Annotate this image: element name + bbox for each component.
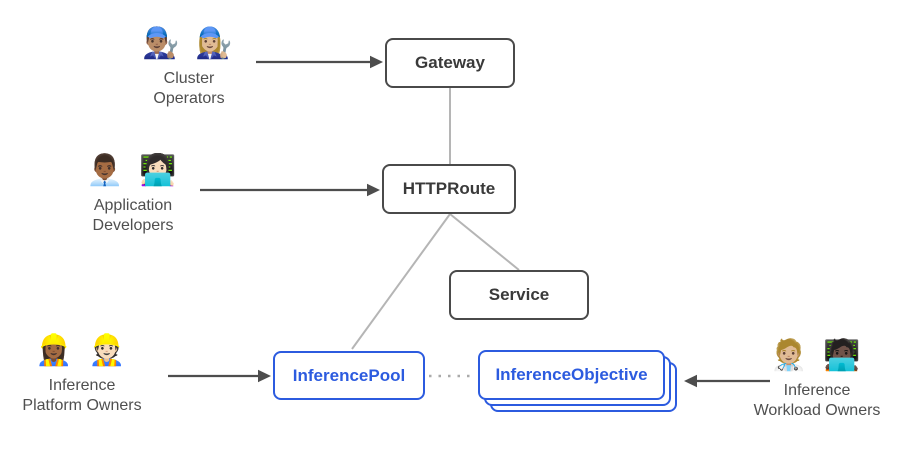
persona-application-developers: 👨🏾‍💼 👩🏻‍💻 Application Developers xyxy=(48,151,218,236)
inference-platform-owners-label-line1: Inference xyxy=(48,377,116,394)
persona-cluster-operators: 👨🏽‍🔧 👩🏼‍🔧 Cluster Operators xyxy=(104,24,274,109)
node-inferencepool-label: InferencePool xyxy=(292,365,406,385)
inference-workload-owners-label-line2: Workload Owners xyxy=(753,402,881,419)
cluster-operators-label-line1: Cluster xyxy=(163,70,215,87)
node-service: Service xyxy=(449,270,589,320)
node-inferenceobjective-label: InferenceObjective xyxy=(495,365,648,384)
application-developers-emoji: 👨🏾‍💼 👩🏻‍💻 xyxy=(86,153,180,188)
node-service-label: Service xyxy=(488,285,550,304)
application-developers-label-line2: Developers xyxy=(92,217,174,234)
arrow-workload-owners-to-inferenceobjective xyxy=(684,374,770,388)
node-gateway: Gateway xyxy=(385,38,515,88)
edge-httproute-inferencepool xyxy=(351,213,451,350)
edge-httproute-service xyxy=(449,213,520,271)
inference-platform-owners-emoji: 👷🏾‍♀️ 👷🏻 xyxy=(35,333,129,368)
inference-platform-owners-label-line2: Platform Owners xyxy=(22,397,142,414)
arrow-application-developers-to-httproute xyxy=(200,183,380,197)
inference-workload-owners-label-line1: Inference xyxy=(783,382,851,399)
cluster-operators-label-line2: Operators xyxy=(153,90,225,107)
cluster-operators-emoji: 👨🏽‍🔧 👩🏼‍🔧 xyxy=(142,26,236,61)
node-inferenceobjective: InferenceObjective xyxy=(478,350,665,400)
application-developers-label-line1: Application xyxy=(93,197,173,214)
inference-workload-owners-emoji: 🧑🏼‍⚕️ 🧑🏿‍💻 xyxy=(770,338,864,373)
persona-inference-platform-owners: 👷🏾‍♀️ 👷🏻 Inference Platform Owners xyxy=(0,331,167,416)
arrow-cluster-operators-to-gateway xyxy=(256,55,383,69)
node-gateway-label: Gateway xyxy=(415,53,485,72)
node-httproute-label: HTTPRoute xyxy=(402,179,496,198)
node-inferencepool: InferencePool xyxy=(273,351,425,400)
persona-inference-workload-owners: 🧑🏼‍⚕️ 🧑🏿‍💻 Inference Workload Owners xyxy=(732,336,902,421)
node-httproute: HTTPRoute xyxy=(382,164,516,214)
arrow-platform-owners-to-inferencepool xyxy=(168,369,271,383)
